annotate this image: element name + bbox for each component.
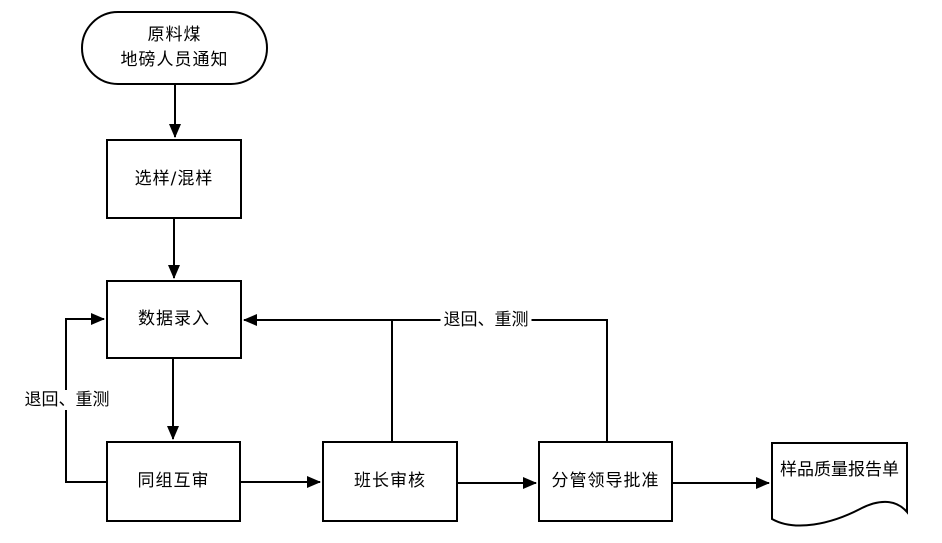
node-select-mix-sample-label: 选样/混样 [134,168,214,189]
node-quality-report: 样品质量报告单 [771,442,908,532]
node-manager-approval-label: 分管领导批准 [551,471,660,491]
node-data-entry-label: 数据录入 [138,309,210,329]
node-shift-leader-review: 班长审核 [322,441,458,522]
edge-label-return-retest-top: 退回、重测 [440,310,532,330]
node-start-label-line2: 地磅人员通知 [120,50,229,70]
document-shape-icon [771,442,908,527]
node-select-mix-sample: 选样/混样 [106,139,242,219]
node-data-entry: 数据录入 [106,280,242,359]
node-quality-report-label: 样品质量报告单 [780,460,899,480]
node-manager-approval: 分管领导批准 [538,441,673,522]
node-peer-cross-review-label: 同组互审 [137,471,210,491]
edge-label-return-retest-left: 退回、重测 [21,390,113,410]
node-start: 原料煤 地磅人员通知 [81,11,268,85]
node-peer-cross-review: 同组互审 [106,441,241,522]
edge-manager-return-loop [243,314,608,441]
node-start-label-line1: 原料煤 [147,25,202,45]
node-shift-leader-review-label: 班长审核 [354,471,426,491]
